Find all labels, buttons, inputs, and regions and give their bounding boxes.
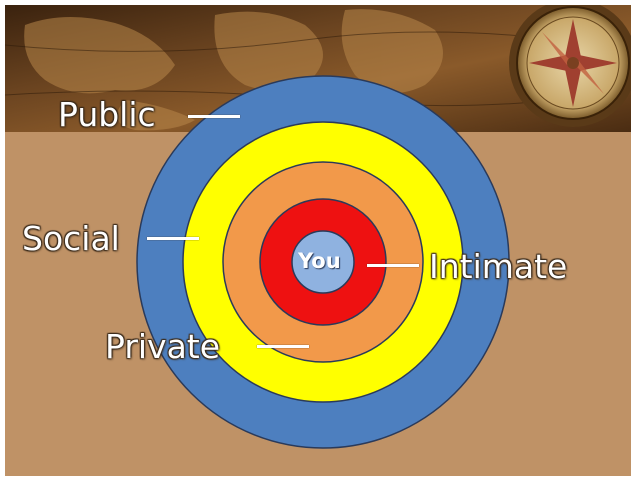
label-social: Social (22, 222, 120, 255)
leader-intimate (367, 264, 419, 267)
center-label-you: You (298, 251, 341, 272)
slide: You Public Social Private Intimate (5, 5, 631, 476)
label-intimate: Intimate (429, 250, 567, 283)
leader-social (147, 237, 199, 240)
label-public: Public (58, 98, 156, 131)
label-private: Private (105, 330, 220, 363)
leader-public (188, 115, 240, 118)
leader-private (257, 345, 309, 348)
